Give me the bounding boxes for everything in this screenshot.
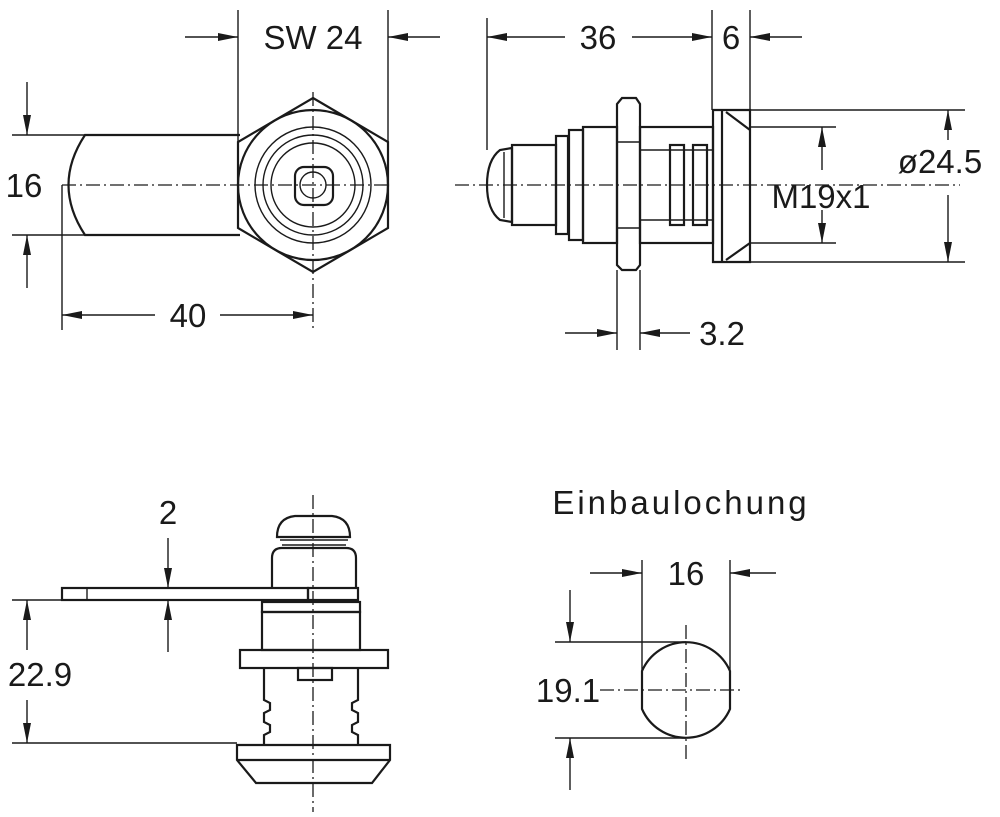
dim-6: 6 xyxy=(722,19,802,56)
dim-3-2: 3.2 xyxy=(565,270,745,352)
installed-view xyxy=(60,495,392,812)
dim-label: 22.9 xyxy=(8,656,72,693)
dim-label: 36 xyxy=(580,19,617,56)
dim-label: 40 xyxy=(170,297,207,334)
collar xyxy=(260,600,362,614)
dim-diameter: ø24.5 xyxy=(750,109,982,263)
dim-hole-19-1: 19.1 xyxy=(536,590,686,790)
dim-label: 16 xyxy=(6,167,43,204)
side-view xyxy=(455,96,960,272)
dim-label: SW 24 xyxy=(263,19,362,56)
dim-label: 3.2 xyxy=(699,315,745,352)
thread-body xyxy=(262,668,360,745)
nut xyxy=(615,96,642,272)
hole-outline xyxy=(640,641,732,739)
front-view xyxy=(62,92,392,330)
dim-22-9: 22.9 xyxy=(8,599,237,744)
key-slot xyxy=(293,165,335,207)
knob-cap xyxy=(275,514,352,539)
dim-label: 6 xyxy=(722,19,740,56)
cam-bar xyxy=(60,586,310,602)
body xyxy=(260,610,362,652)
cylinder xyxy=(270,546,358,588)
dim-label: 19.1 xyxy=(536,672,600,709)
dim-sw24: SW 24 xyxy=(185,10,440,142)
nut xyxy=(238,648,390,670)
dim-36: 36 xyxy=(486,10,751,150)
dim-label: 16 xyxy=(668,555,705,592)
dim-label: ø24.5 xyxy=(898,143,982,180)
dim-hole-16: 16 xyxy=(590,555,776,670)
mounting-hole xyxy=(600,625,742,762)
cam-hub xyxy=(306,586,360,602)
dim-label: M19x1 xyxy=(771,178,870,215)
dim-m19x1: M19x1 xyxy=(750,126,871,244)
flange xyxy=(711,108,752,264)
dim-label: 2 xyxy=(159,494,177,531)
mounting-hole-title: Einbaulochung xyxy=(552,484,809,521)
washer xyxy=(296,666,334,682)
dim-16-cam: 16 xyxy=(6,82,85,288)
dim-2: 2 xyxy=(159,494,177,652)
dim-40: 40 xyxy=(61,185,313,334)
